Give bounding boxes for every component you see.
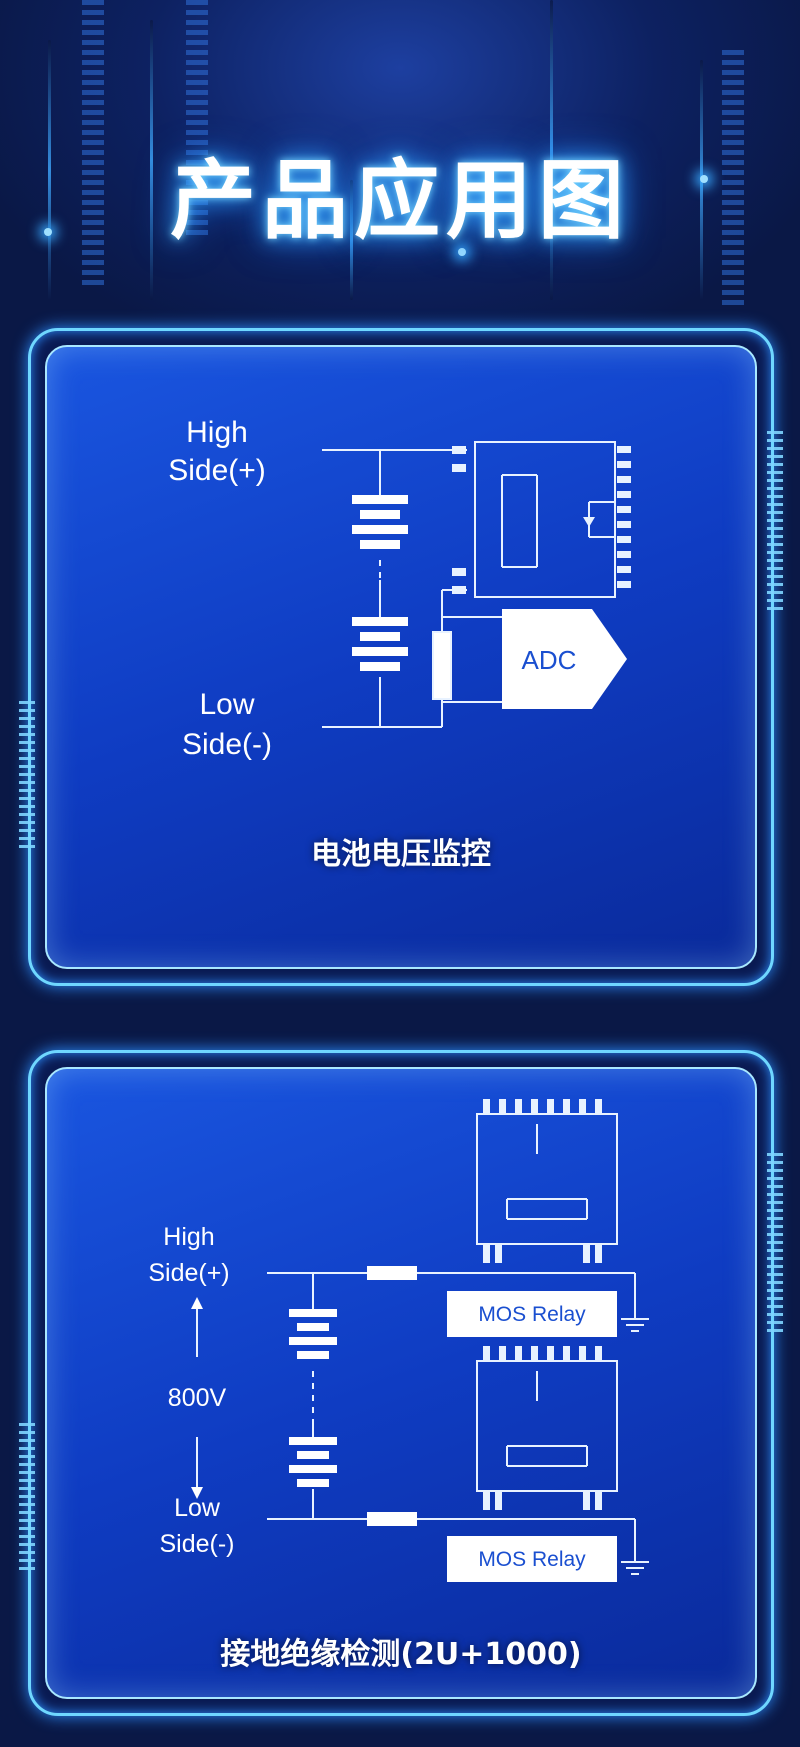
voltage-label: 800V — [168, 1384, 227, 1412]
panel-inner: MOS Relay MOS Relay High Side(+) 800V Lo… — [45, 1067, 757, 1699]
header-background-glow — [0, 0, 800, 340]
mos-relay-bottom-label: MOS Relay — [478, 1548, 586, 1571]
battery-voltage-panel: ADC High Side(+) Low Side(-) 电池电压监控 — [19, 328, 783, 986]
mos-relay-top-box — [447, 1291, 617, 1337]
high-side-label-1: High — [186, 416, 248, 449]
panel-inner: ADC High Side(+) Low Side(-) 电池电压监控 — [45, 345, 757, 969]
low-side-label-2: Side(-) — [159, 1530, 234, 1558]
high-side-label-2: Side(+) — [148, 1259, 229, 1287]
resistor-high — [367, 1266, 417, 1280]
battery-cells — [352, 495, 408, 671]
decorative-bars — [186, 0, 208, 240]
light-spark — [44, 228, 52, 236]
panel-edge-ticks — [767, 431, 783, 611]
page-title: 产品应用图 — [170, 150, 630, 251]
adc-block — [502, 609, 627, 709]
panel-caption: 接地绝缘检测(2U+1000) — [220, 1637, 582, 1672]
panel-edge-ticks — [767, 1153, 783, 1333]
light-streak — [550, 0, 553, 300]
decorative-bars — [722, 50, 744, 310]
light-streak — [350, 180, 353, 300]
battery-cells — [289, 1309, 337, 1487]
light-spark — [700, 175, 708, 183]
insulation-detection-diagram: MOS Relay MOS Relay High Side(+) 800V Lo… — [148, 1099, 649, 1582]
light-streak — [150, 20, 153, 300]
panel-caption: 电池电压监控 — [311, 837, 491, 872]
light-spark — [458, 248, 466, 256]
high-side-label-1: High — [163, 1223, 214, 1251]
high-side-label-2: Side(+) — [168, 454, 266, 487]
insulation-detection-panel: MOS Relay MOS Relay High Side(+) 800V Lo… — [19, 1050, 783, 1716]
light-streak — [48, 40, 51, 300]
low-side-label-2: Side(-) — [182, 728, 272, 761]
battery-monitor-diagram: ADC High Side(+) Low Side(-) — [168, 416, 631, 761]
chip-pins — [452, 446, 631, 594]
low-side-label-1: Low — [199, 688, 254, 721]
panel-edge-ticks — [19, 701, 35, 851]
relay-chip-pins — [483, 1099, 602, 1510]
sense-resistor — [432, 631, 452, 700]
resistor-low — [367, 1512, 417, 1526]
panel-edge-ticks — [19, 1423, 35, 1573]
mos-relay-bottom-box — [447, 1536, 617, 1582]
adc-label: ADC — [522, 645, 577, 675]
decorative-bars — [82, 0, 104, 290]
voltage-arrows — [191, 1297, 203, 1499]
mos-relay-top-label: MOS Relay — [478, 1303, 586, 1326]
low-side-label-1: Low — [174, 1494, 221, 1522]
